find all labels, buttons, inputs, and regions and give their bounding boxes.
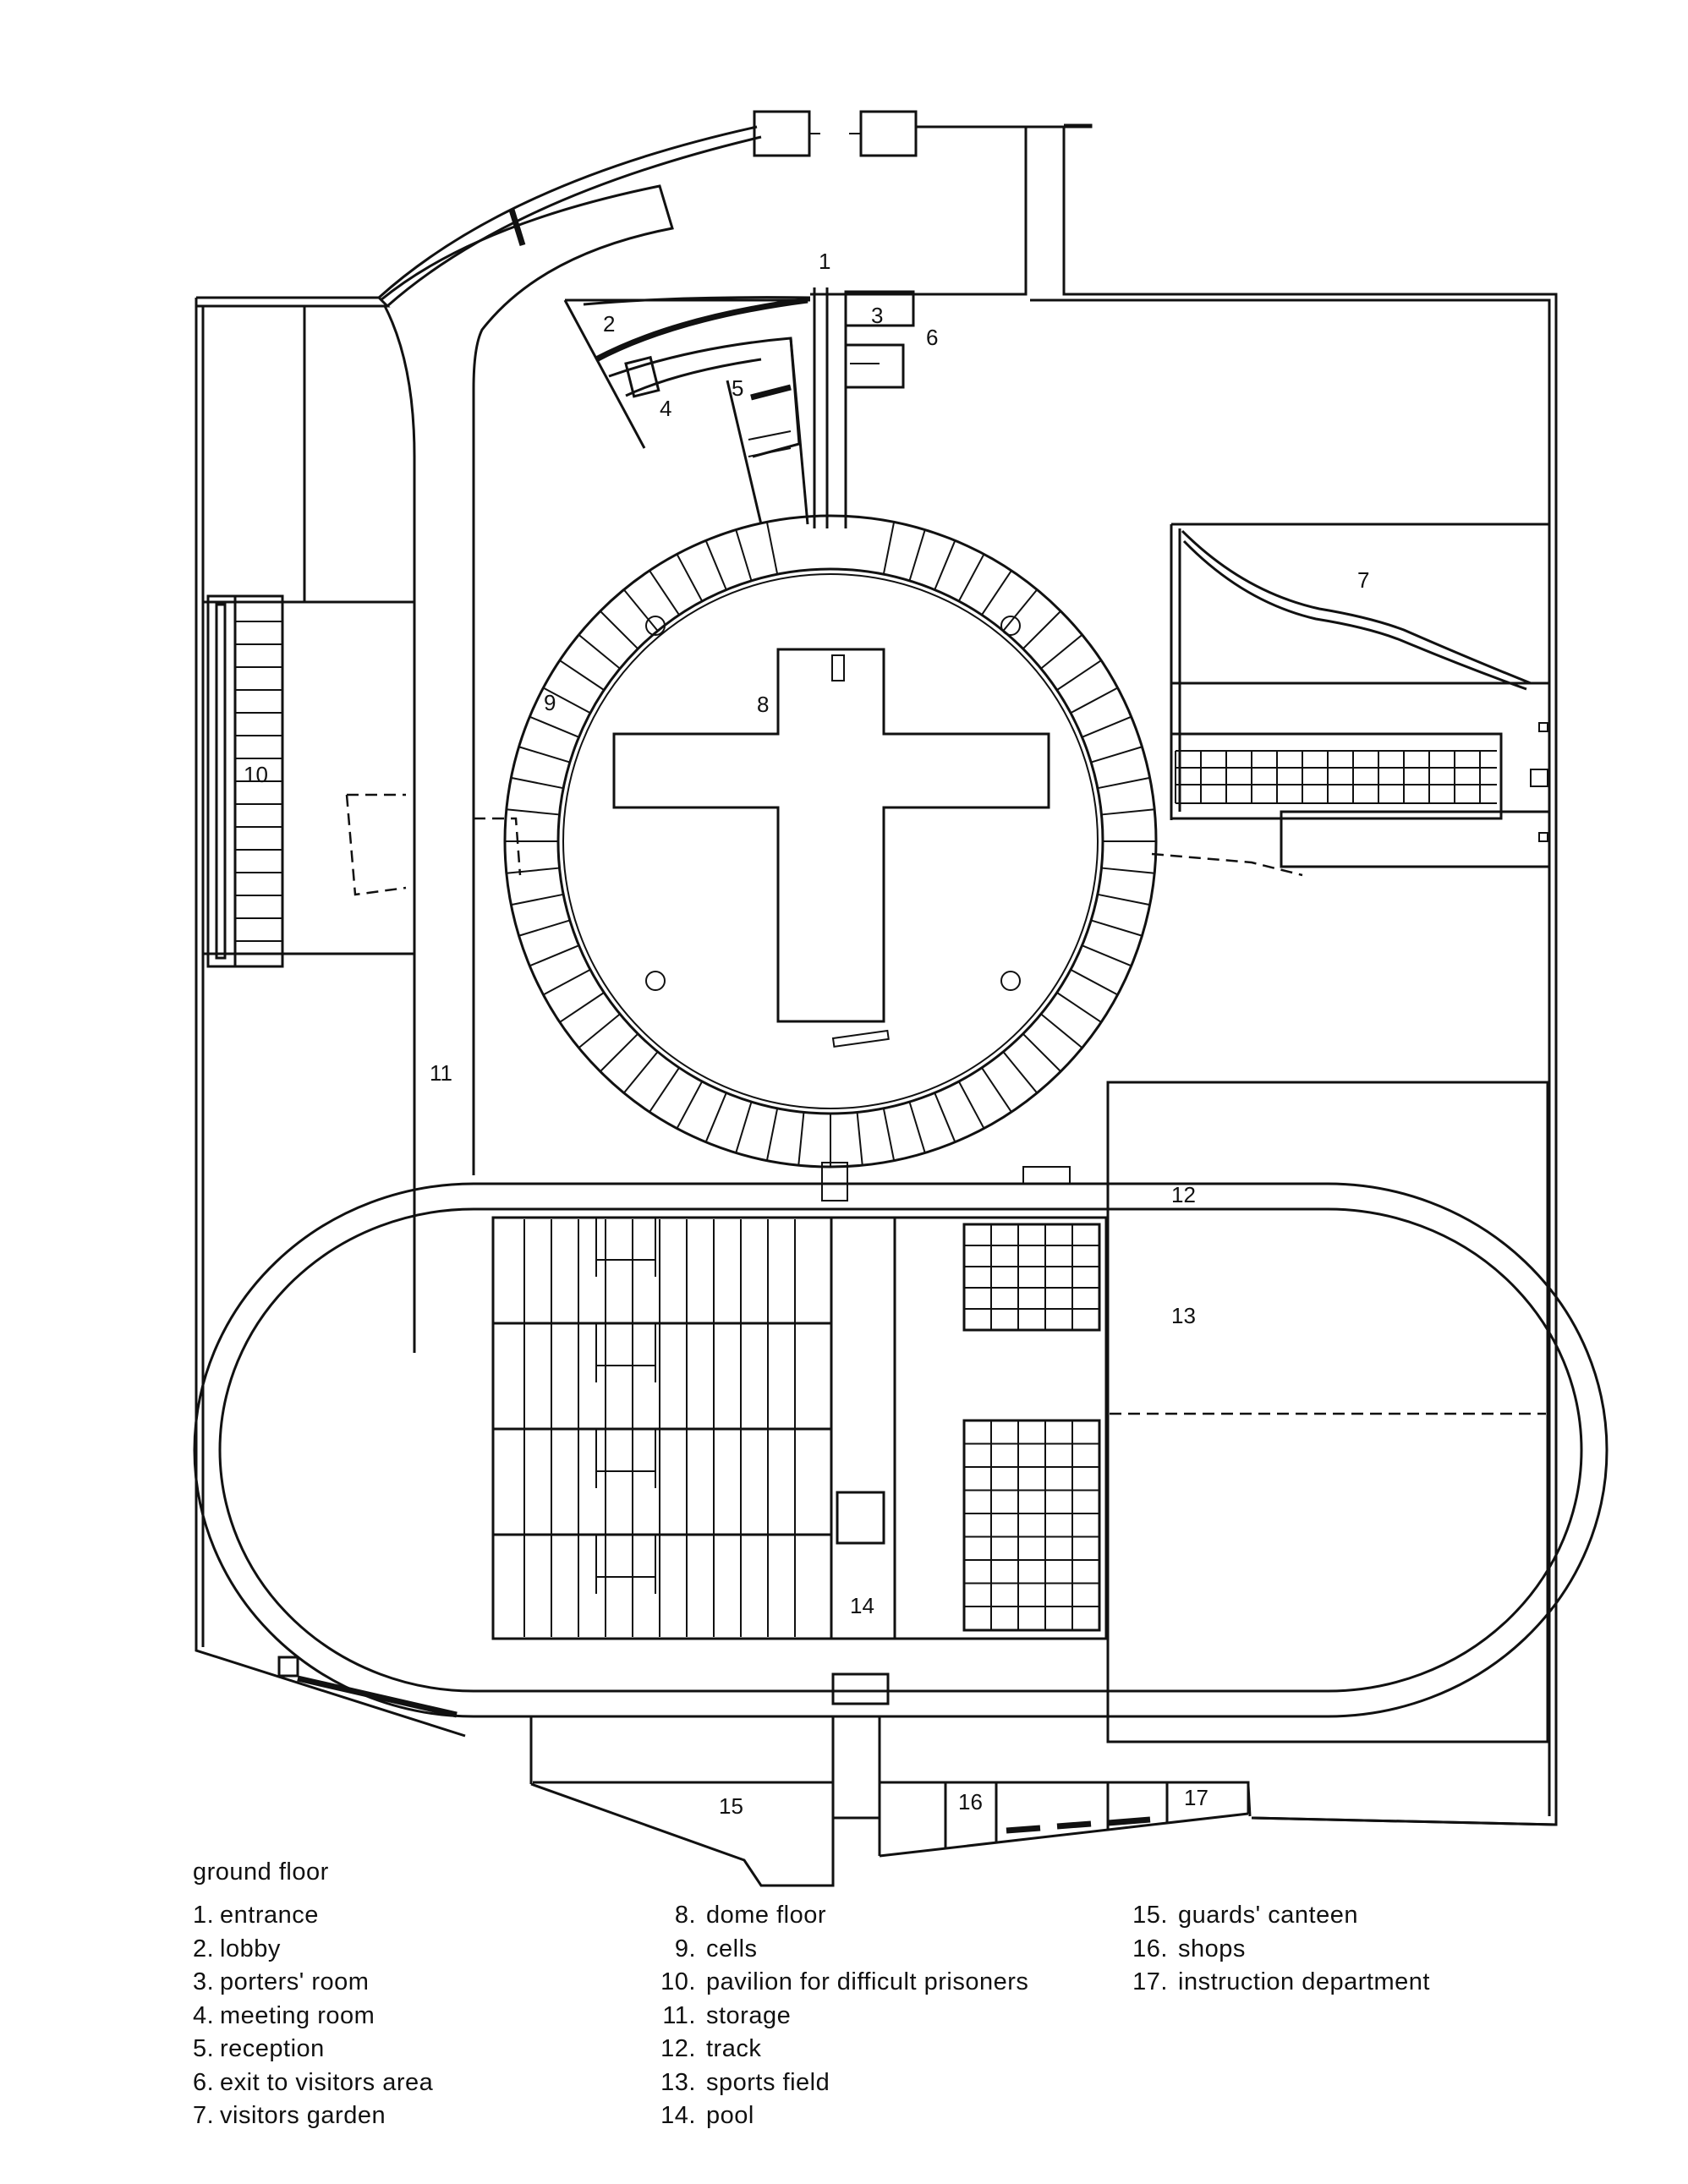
- entrance-block: [563, 287, 915, 528]
- plan-line: [908, 1101, 926, 1153]
- label-1: 1: [819, 249, 830, 274]
- plan-line: [1056, 660, 1102, 691]
- plan-line: [704, 539, 727, 590]
- plan-line: [511, 893, 564, 906]
- plan-line: [1040, 1013, 1083, 1049]
- label-5: 5: [732, 375, 743, 401]
- plan-number-labels: 1 2 3 4 5 6 7 8 9 10 11 12 13 14 15 16 1…: [244, 249, 1369, 1819]
- plan-line: [578, 633, 621, 670]
- plan-line: [1070, 968, 1119, 996]
- plan-line: [559, 660, 605, 691]
- plan-line: [1097, 776, 1150, 790]
- label-12: 12: [1171, 1182, 1196, 1207]
- plan-line: [622, 588, 659, 632]
- pool-grids: [964, 1224, 1099, 1630]
- plan-line: [882, 1108, 896, 1161]
- label-8: 8: [757, 692, 769, 717]
- plan-line: [765, 522, 779, 575]
- plan-line: [1056, 992, 1102, 1023]
- label-13: 13: [1171, 1303, 1196, 1328]
- plan-line: [542, 968, 591, 996]
- label-6: 6: [926, 325, 938, 350]
- plan-line: [676, 553, 704, 602]
- pavilion-10-cells: [235, 621, 282, 942]
- plan-line: [957, 1081, 985, 1130]
- plan-line: [1070, 687, 1119, 714]
- plan-line: [1040, 633, 1083, 670]
- label-15: 15: [719, 1793, 743, 1819]
- label-17: 17: [1184, 1785, 1208, 1810]
- plan-line: [649, 1067, 680, 1113]
- plan-line: [578, 1013, 621, 1049]
- plan-line: [934, 1092, 956, 1143]
- visitors-area: [1151, 523, 1551, 877]
- plan-line: [676, 1081, 704, 1130]
- plan-line: [856, 1112, 863, 1166]
- label-7: 7: [1357, 567, 1369, 593]
- plan-line: [518, 919, 571, 937]
- plan-line: [1002, 588, 1039, 632]
- plan-line: [981, 570, 1012, 616]
- plan-line: [506, 808, 560, 816]
- entrance-gates: [753, 110, 1028, 157]
- label-14: 14: [850, 1593, 874, 1618]
- dome: [503, 514, 1158, 1201]
- plan-line: [797, 1112, 805, 1166]
- bottom-buildings: [277, 1656, 1250, 1887]
- plan-line: [1101, 808, 1155, 816]
- label-2: 2: [603, 311, 615, 337]
- plan-line: [908, 529, 926, 582]
- dome-cells: [505, 522, 1156, 1167]
- plan-line: [559, 992, 605, 1023]
- workshops: [491, 1166, 1108, 1705]
- plan-line: [957, 553, 985, 602]
- plan-line: [1022, 1032, 1061, 1072]
- label-4: 4: [660, 396, 671, 421]
- plan-line: [735, 529, 753, 582]
- label-11: 11: [430, 1060, 452, 1086]
- plan-line: [511, 776, 564, 790]
- plan-line: [704, 1092, 727, 1143]
- plan-line: [1022, 610, 1061, 650]
- approach-road: [380, 184, 674, 1353]
- plan-line: [981, 1067, 1012, 1113]
- workshop-bays: [523, 1218, 796, 1637]
- plan-line: [529, 944, 579, 967]
- garden-building-grid: [1175, 750, 1497, 804]
- plan-line: [1082, 715, 1132, 738]
- plan-line: [506, 867, 560, 874]
- plan-line: [529, 715, 579, 738]
- label-16: 16: [958, 1789, 983, 1815]
- plan-line: [1090, 746, 1143, 764]
- plan-line: [934, 539, 956, 590]
- plan-line: [600, 1032, 639, 1072]
- plan-line: [1097, 893, 1150, 906]
- plan-line: [518, 746, 571, 764]
- label-9: 9: [544, 690, 556, 715]
- plan-line: [735, 1101, 753, 1153]
- plan-line: [649, 570, 680, 616]
- plan-line: [1090, 919, 1143, 937]
- plan-line: [600, 610, 639, 650]
- plan-line: [622, 1051, 659, 1094]
- label-3: 3: [871, 303, 883, 328]
- plan-line: [1082, 944, 1132, 967]
- label-10: 10: [244, 762, 268, 787]
- site-boundary: [195, 123, 1558, 1826]
- track: [193, 1182, 1609, 1718]
- plan-line: [765, 1108, 779, 1161]
- pavilion-10: [203, 306, 522, 968]
- plan-line: [1101, 867, 1155, 874]
- plan-line: [542, 687, 591, 714]
- plan-line: [1002, 1051, 1039, 1094]
- plan-line: [882, 522, 896, 575]
- sports-field: [1106, 1081, 1549, 1743]
